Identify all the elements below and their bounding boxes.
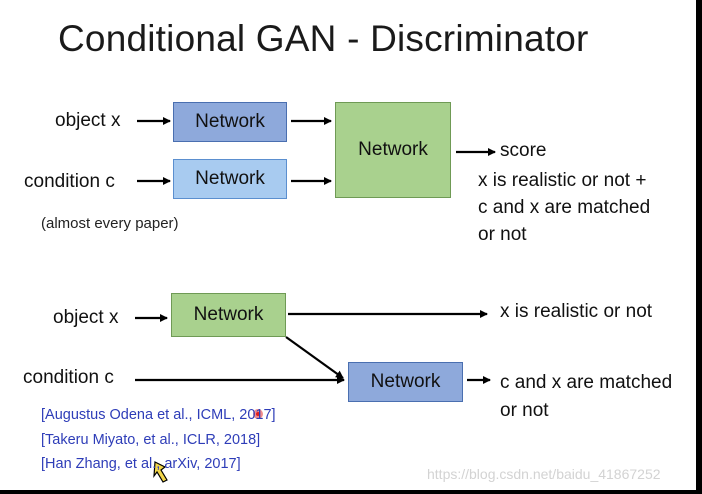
pen-cursor-icon bbox=[153, 461, 168, 483]
watermark: https://blog.csdn.net/baidu_41867252 bbox=[427, 466, 661, 482]
top-network-combined: Network bbox=[335, 102, 451, 198]
bottom-out2-line2: or not bbox=[500, 400, 549, 421]
reference-item[interactable]: [Augustus Odena et al., ICML, 2017] bbox=[41, 407, 276, 423]
frame-border-bottom bbox=[0, 490, 702, 494]
frame-border-right bbox=[696, 0, 702, 494]
top-desc-line1: x is realistic or not + bbox=[478, 170, 647, 191]
bottom-condition-label: condition c bbox=[23, 367, 114, 388]
bottom-out2-line1: c and x are matched bbox=[500, 372, 673, 393]
top-score-label: score bbox=[500, 140, 547, 161]
top-desc-line3: or not bbox=[478, 224, 527, 245]
arrow-bnet1-to-bnet2 bbox=[285, 336, 344, 379]
reference-item[interactable]: [Takeru Miyato, et al., ICLR, 2018] bbox=[41, 431, 261, 448]
top-network-condition: Network bbox=[173, 159, 287, 199]
bottom-out1-label: x is realistic or not bbox=[500, 301, 653, 322]
bottom-network-matcher: Network bbox=[348, 362, 463, 402]
bottom-network-object: Network bbox=[171, 293, 286, 337]
top-note: (almost every paper) bbox=[41, 215, 179, 232]
top-network-object: Network bbox=[173, 102, 287, 142]
top-object-label: object x bbox=[55, 110, 121, 131]
slide-title: Conditional GAN - Discriminator bbox=[58, 18, 589, 59]
bottom-object-label: object x bbox=[53, 307, 119, 328]
reference-item[interactable]: [Han Zhang, et al., arXiv, 2017] bbox=[41, 456, 241, 472]
top-desc-line2: c and x are matched bbox=[478, 197, 651, 218]
references: [Augustus Odena et al., ICML, 2017] [Tak… bbox=[41, 403, 276, 477]
top-condition-label: condition c bbox=[24, 171, 115, 192]
